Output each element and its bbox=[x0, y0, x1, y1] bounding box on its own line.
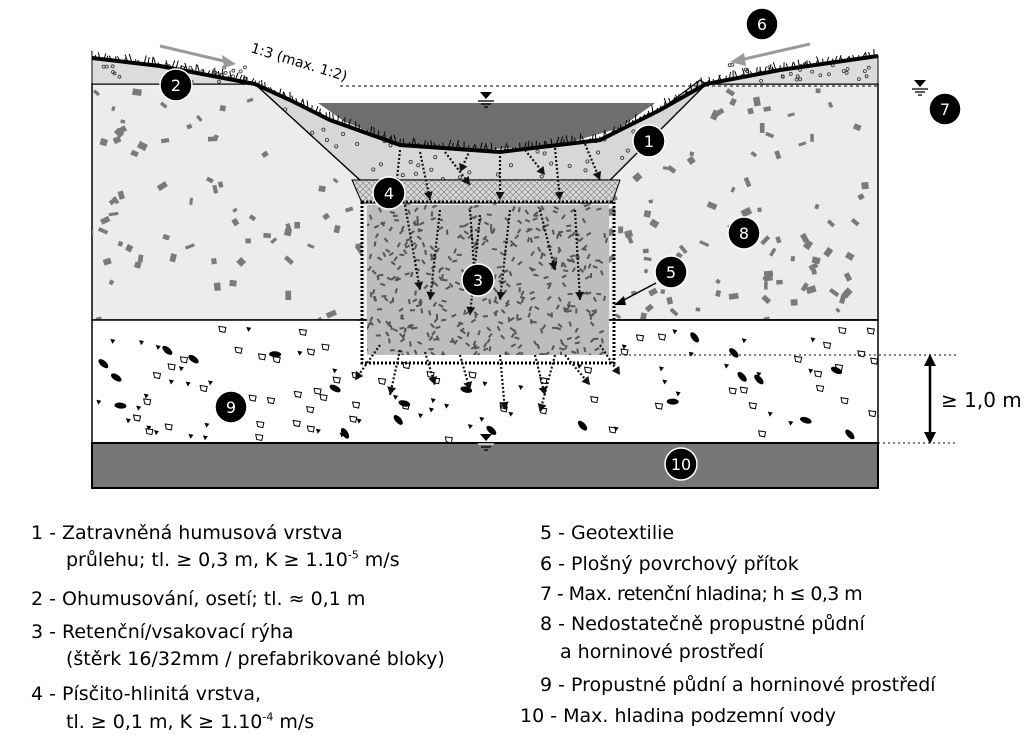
legend-item-7: 7 - Max. retenční hladina; h ≤ 0,3 m bbox=[540, 583, 863, 605]
legend-item-3: 3 - Retenční/vsakovací rýha bbox=[31, 621, 294, 643]
slope-label: 1:3 (max. 1:2) bbox=[249, 41, 349, 85]
legend-item-10: 10 - Max. hladina podzemní vody bbox=[520, 705, 836, 727]
water-level-symbol bbox=[478, 92, 494, 108]
legend-item-1: 1 - Zatravněná humusová vrstva bbox=[31, 522, 343, 544]
legend-item-6: 6 - Plošný povrchový přítok bbox=[540, 553, 799, 575]
groundwater-level-symbol bbox=[478, 434, 494, 451]
legend-item-5: 5 - Geotextilie bbox=[540, 522, 675, 544]
marker-8-label: 8 bbox=[739, 224, 749, 243]
legend-item-8-detail: a horninové prostředí bbox=[560, 641, 764, 663]
marker-5: 5 bbox=[654, 255, 688, 289]
marker-9: 9 bbox=[214, 390, 248, 424]
marker-4-label: 4 bbox=[384, 184, 394, 203]
legend-item-9: 9 - Propustné půdní a horninové prostřed… bbox=[540, 674, 936, 696]
marker-1: 1 bbox=[632, 124, 666, 158]
depth-dimension bbox=[614, 354, 958, 444]
marker-3-label: 3 bbox=[473, 271, 483, 290]
number-markers: 1 2 3 4 5 6 7 8 9 10 bbox=[159, 7, 962, 481]
marker-10: 10 bbox=[664, 447, 698, 481]
marker-8: 8 bbox=[727, 216, 761, 250]
marker-4: 4 bbox=[372, 176, 406, 210]
marker-2: 2 bbox=[159, 68, 193, 102]
retention-water bbox=[318, 103, 655, 150]
max-level-symbol bbox=[912, 80, 928, 96]
infiltration-arrows bbox=[354, 143, 621, 413]
legend-item-8: 8 - Nedostatečně propustné půdní bbox=[540, 613, 865, 635]
marker-6-label: 6 bbox=[757, 15, 767, 34]
legend-item-2: 2 - Ohumusování, osetí; tl. ≈ 0,1 m bbox=[31, 588, 366, 610]
marker-6: 6 bbox=[745, 7, 779, 41]
marker-1-label: 1 bbox=[644, 132, 654, 151]
legend-item-4-detail: tl. ≥ 0,1 m, K ≥ 1.10-4 m/s bbox=[66, 710, 315, 733]
legend-item-1-detail: průlehu; tl. ≥ 0,3 m, K ≥ 1.10-5 m/s bbox=[66, 548, 400, 571]
depth-label: ≥ 1,0 m bbox=[941, 388, 1022, 412]
marker-5-label: 5 bbox=[666, 263, 676, 282]
marker-10-label: 10 bbox=[671, 455, 691, 474]
legend-item-4: 4 - Písčito-hlinitá vrstva, bbox=[31, 683, 262, 705]
surface-inflow-arrows bbox=[159, 42, 811, 68]
marker-9-label: 9 bbox=[226, 398, 236, 417]
marker-2-label: 2 bbox=[171, 76, 181, 95]
geotextile-outline bbox=[360, 200, 616, 365]
marker-7: 7 bbox=[928, 92, 962, 126]
marker-7-label: 7 bbox=[940, 100, 950, 119]
legend-item-3-detail: (štěrk 16/32mm / prefabrikované bloky) bbox=[66, 648, 445, 670]
marker-3: 3 bbox=[461, 263, 495, 297]
